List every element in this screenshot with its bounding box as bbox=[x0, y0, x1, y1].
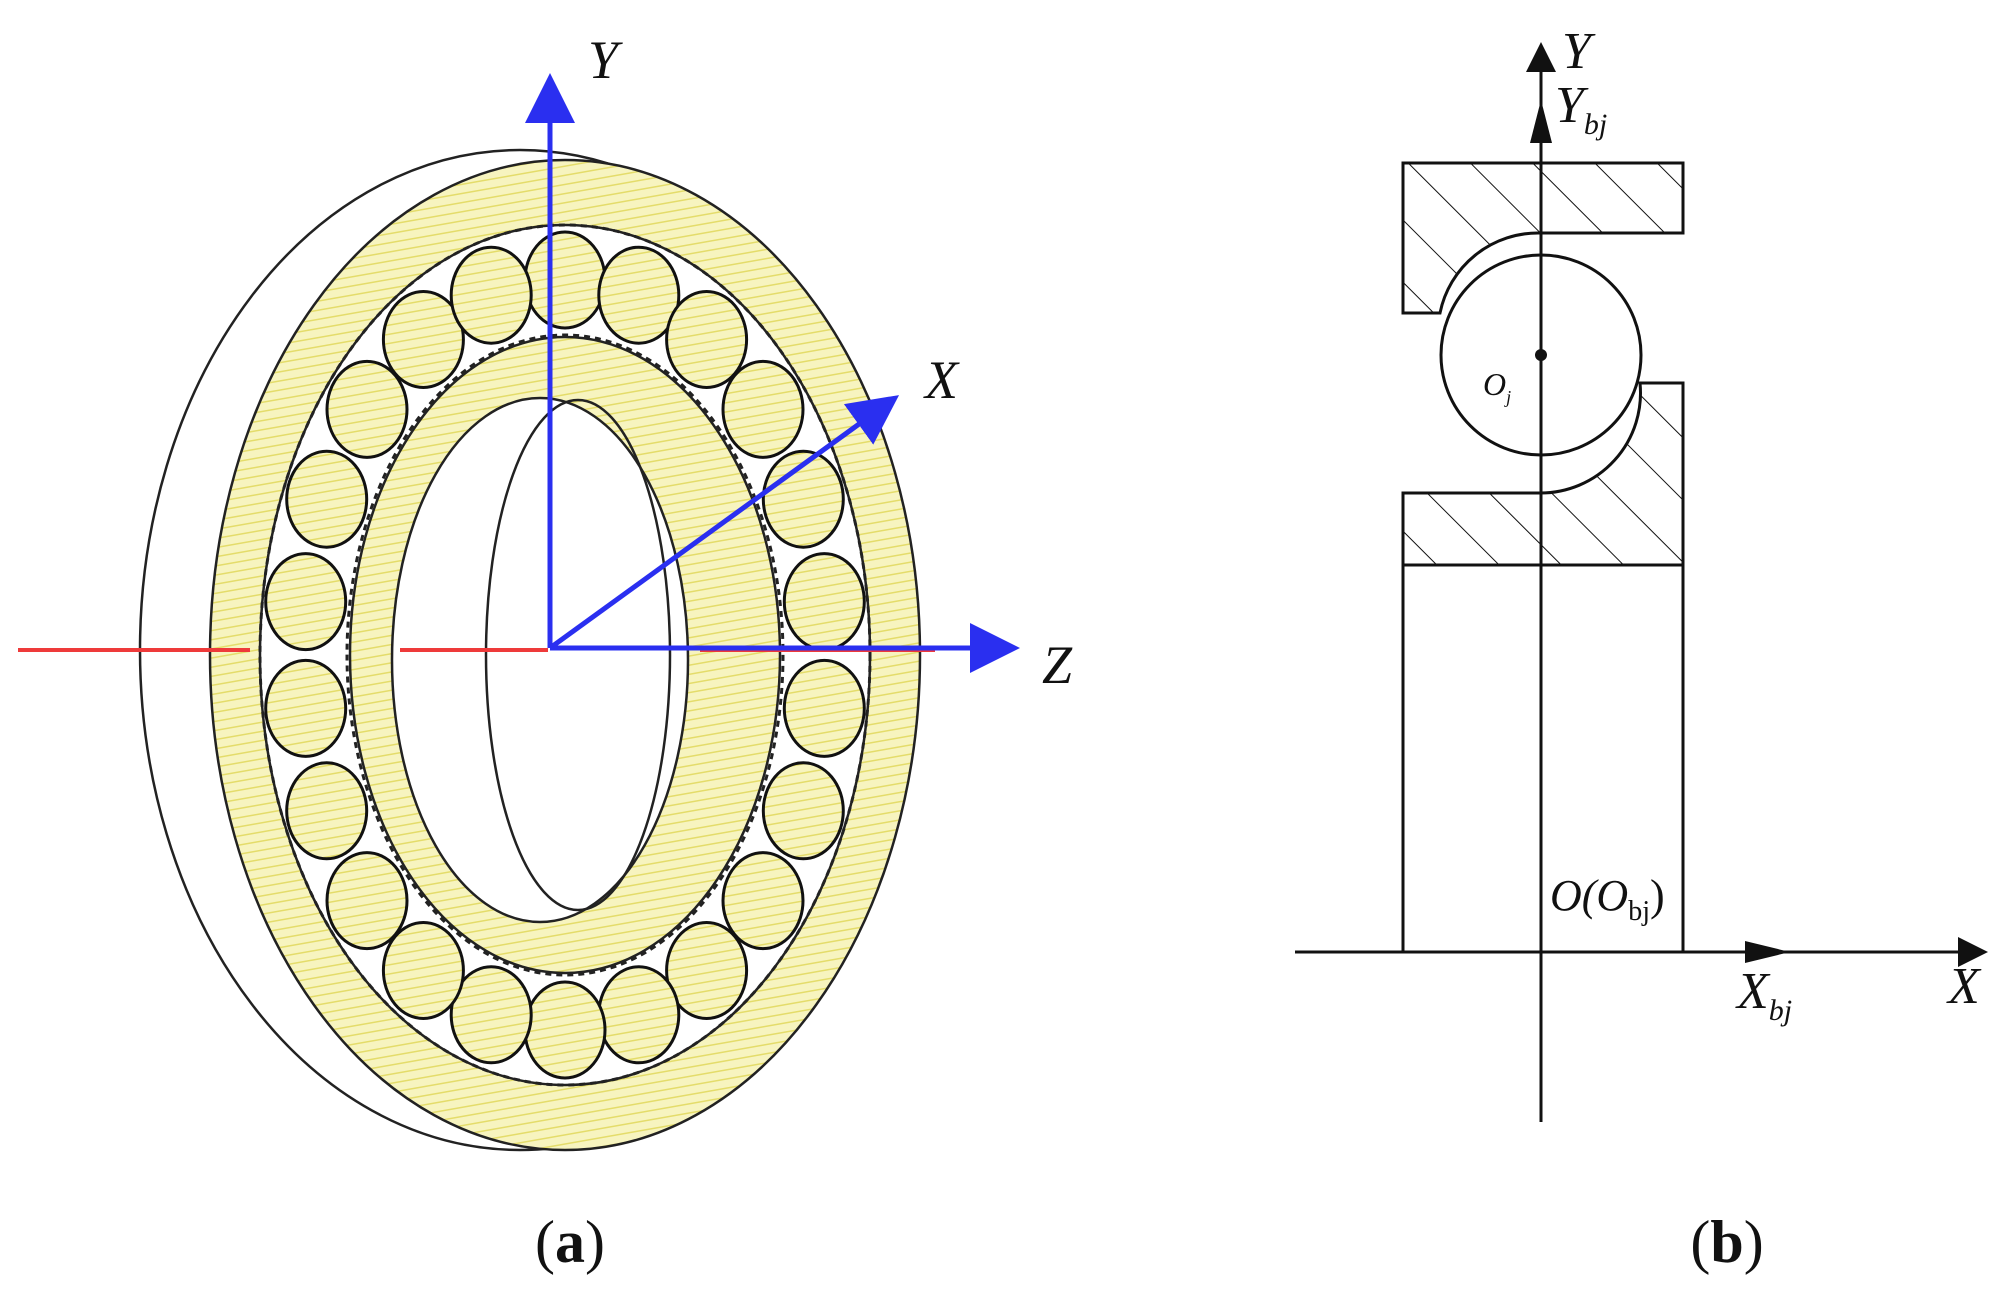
shaft-section bbox=[1401, 563, 1685, 954]
cage-inner-edge bbox=[345, 333, 785, 977]
rolling-ball bbox=[721, 851, 805, 951]
z-axis-label: Z bbox=[1042, 635, 1073, 695]
x-axis-label-b: X bbox=[1946, 958, 1982, 1015]
rolling-ball bbox=[523, 230, 607, 330]
rolling-ball bbox=[449, 245, 533, 345]
rolling-ball bbox=[523, 980, 607, 1080]
rolling-ball bbox=[449, 965, 533, 1065]
xbj-axis-label: Xbj bbox=[1735, 963, 1792, 1027]
rolling-ball bbox=[381, 921, 465, 1020]
rolling-ball bbox=[597, 245, 681, 345]
rolling-ball bbox=[264, 552, 348, 652]
rolling-ball bbox=[782, 658, 866, 758]
xbj-arrowhead bbox=[1745, 941, 1790, 963]
panel-b-bearing-section: Y Ybj Oj O(Obj) Xbj X (b) bbox=[1295, 23, 1988, 1275]
ybj-arrowhead bbox=[1530, 100, 1552, 143]
x-axis-arrow bbox=[548, 395, 900, 651]
rolling-ball bbox=[665, 921, 749, 1020]
rolling-ball bbox=[597, 965, 681, 1065]
inner-ring-bore bbox=[390, 396, 690, 924]
rolling-balls-group bbox=[264, 230, 866, 1080]
x-axis-label: X bbox=[923, 350, 960, 410]
rolling-ball bbox=[381, 290, 465, 389]
origin-label: O(Obj) bbox=[1550, 871, 1665, 927]
ball-center-label: Oj bbox=[1483, 366, 1511, 407]
ybj-axis-label: Ybj bbox=[1555, 77, 1607, 141]
rolling-ball bbox=[264, 658, 348, 758]
rolling-ball bbox=[782, 552, 866, 652]
rolling-ball bbox=[721, 359, 805, 459]
rolling-ball bbox=[665, 290, 749, 389]
rolling-ball bbox=[285, 449, 369, 549]
rolling-ball bbox=[761, 449, 845, 549]
rolling-ball bbox=[325, 359, 409, 459]
cage-outer-edge bbox=[258, 223, 872, 1087]
panel-a-bearing-3d: Y X Z (a) bbox=[18, 30, 1073, 1275]
inner-ring-section bbox=[1401, 381, 1685, 567]
rolling-ball bbox=[761, 761, 845, 861]
caption-b: (b) bbox=[1690, 1209, 1763, 1275]
bore-back-edge bbox=[484, 398, 672, 912]
rolling-ball bbox=[285, 761, 369, 861]
y-axis-label: Y bbox=[588, 30, 623, 90]
y-axis-label-b: Y bbox=[1562, 23, 1596, 80]
caption-a: (a) bbox=[535, 1209, 605, 1275]
rolling-ball bbox=[325, 851, 409, 951]
